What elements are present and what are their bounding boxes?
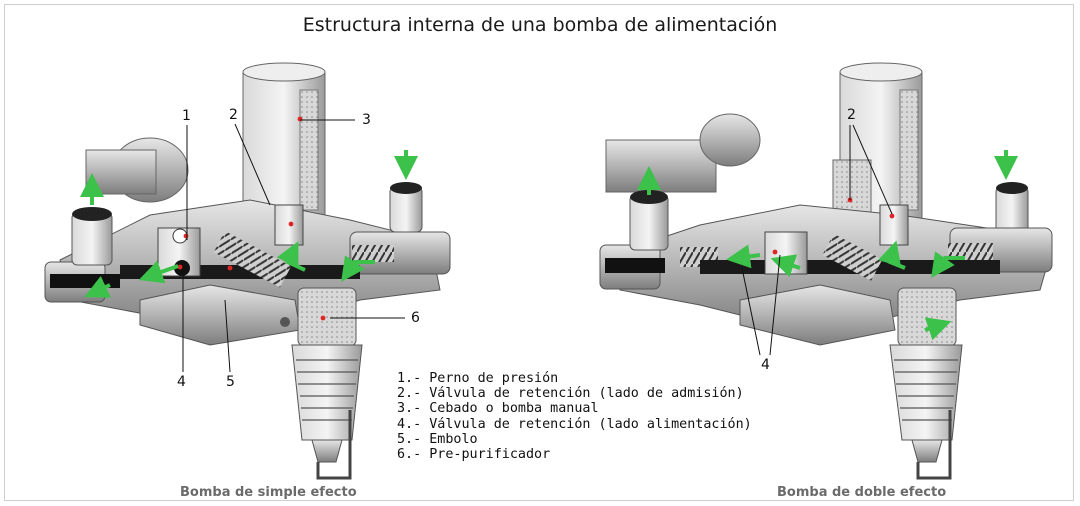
legend-item-4: 4.- Válvula de retención (lado alimentac… bbox=[397, 416, 752, 432]
legend: 1.- Perno de presión 2.- Válvula de rete… bbox=[397, 371, 752, 462]
right-pump-caption: Bomba de doble efecto bbox=[777, 485, 947, 500]
legend-item-6: 6.- Pre-purificador bbox=[397, 447, 551, 463]
legend-item-1: 1.- Perno de presión bbox=[397, 371, 559, 386]
right-callout-2: 2 bbox=[847, 107, 856, 123]
legend-item-2: 2.- Válvula de retención (lado de admisi… bbox=[397, 386, 744, 402]
legend-item-5: 5.- Embolo bbox=[397, 431, 478, 447]
left-callout-6: 6 bbox=[411, 310, 420, 326]
right-callout-4: 4 bbox=[761, 357, 770, 373]
left-pump-caption: Bomba de simple efecto bbox=[180, 485, 357, 500]
legend-item-3: 3.- Cebado o bomba manual bbox=[397, 401, 599, 417]
diagram-title: Estructura interna de una bomba de alime… bbox=[302, 14, 778, 36]
left-callout-1: 1 bbox=[182, 108, 191, 124]
left-callout-4: 4 bbox=[177, 374, 186, 390]
left-callout-3: 3 bbox=[362, 112, 371, 128]
left-pump-drawing bbox=[44, 62, 451, 480]
right-pump-drawing bbox=[599, 62, 1053, 480]
left-callout-2: 2 bbox=[229, 107, 238, 123]
left-callout-5: 5 bbox=[226, 374, 235, 390]
